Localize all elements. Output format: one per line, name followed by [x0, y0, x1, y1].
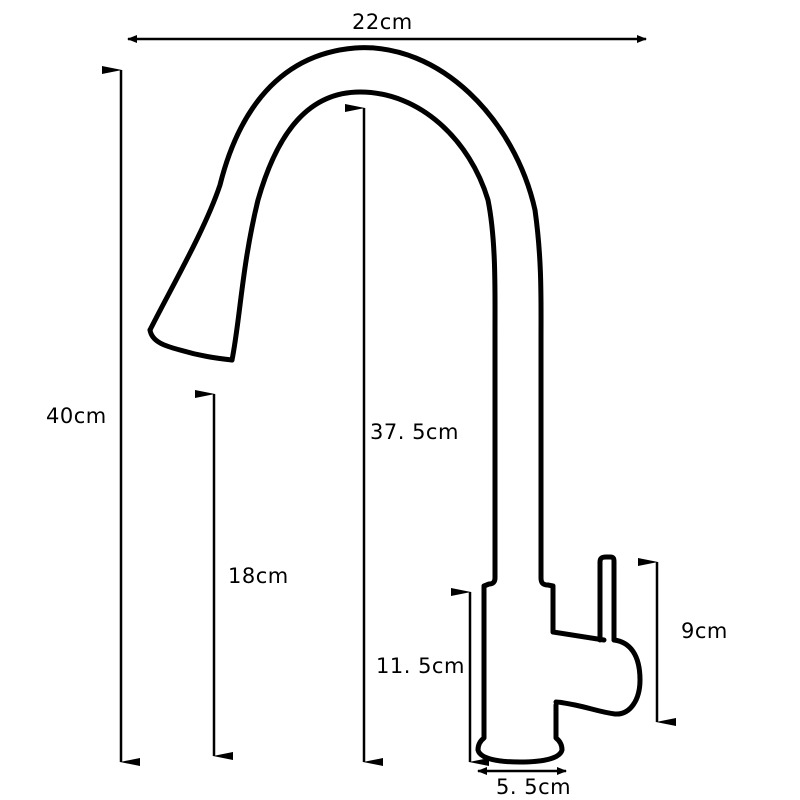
- handle-hub: [553, 637, 643, 717]
- base-diameter-label: 5. 5cm: [496, 775, 572, 799]
- spout-inner-curve: [229, 89, 498, 595]
- total-width-label: 22cm: [352, 10, 413, 34]
- spout-clearance-label: 18cm: [228, 564, 289, 588]
- handle-lever: [597, 554, 617, 643]
- handle-height-label: 9cm: [681, 619, 728, 643]
- body-left-wall: [475, 589, 565, 765]
- spout-head-bottom: [147, 327, 235, 363]
- body-height-label: 11. 5cm: [376, 654, 465, 678]
- spout-outer-curve: [147, 45, 607, 643]
- total-height-label: 40cm: [46, 404, 107, 428]
- arch-height-label: 37. 5cm: [370, 420, 459, 444]
- dimension-lines: [102, 35, 676, 775]
